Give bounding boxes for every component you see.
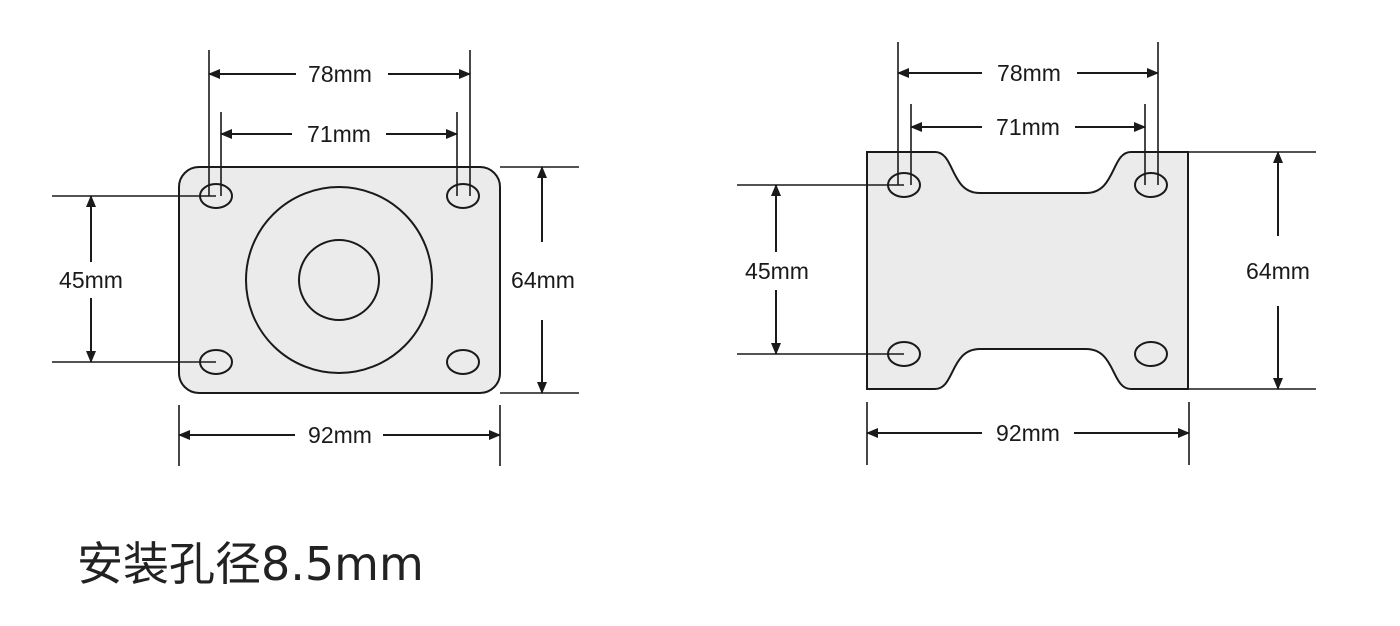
left-plate-mount-hole-br bbox=[446, 349, 480, 375]
left-dim-92-label: 92mm bbox=[308, 422, 372, 448]
right-plate-mount-hole-br bbox=[1134, 341, 1168, 367]
left-dim-71-label: 71mm bbox=[307, 121, 371, 147]
right-dim-45-label: 45mm bbox=[745, 258, 809, 284]
right-dim-78-label: 78mm bbox=[997, 60, 1061, 86]
left-dim-45-label: 45mm bbox=[59, 267, 123, 293]
left-plate-outer-ring bbox=[245, 186, 433, 374]
mounting-hole-note: 安装孔径8.5mm bbox=[77, 537, 424, 591]
right-dim-92-label: 92mm bbox=[996, 420, 1060, 446]
right-dim-71-label: 71mm bbox=[996, 114, 1060, 140]
left-dim-64-label: 64mm bbox=[511, 267, 575, 293]
left-dim-78-label: 78mm bbox=[308, 61, 372, 87]
left-plate-center-hole bbox=[298, 239, 380, 321]
left-plate-mount-hole-tr bbox=[446, 183, 480, 209]
right-dim-64-label: 64mm bbox=[1246, 258, 1310, 284]
left-plate-drawing: 78mm 71mm 45mm 64mm 92mm bbox=[52, 50, 579, 466]
right-plate-mount-hole-tr bbox=[1134, 172, 1168, 198]
left-plate-outline bbox=[178, 166, 501, 394]
right-plate-drawing: 78mm 71mm 45mm 64mm 92mm bbox=[737, 42, 1316, 465]
